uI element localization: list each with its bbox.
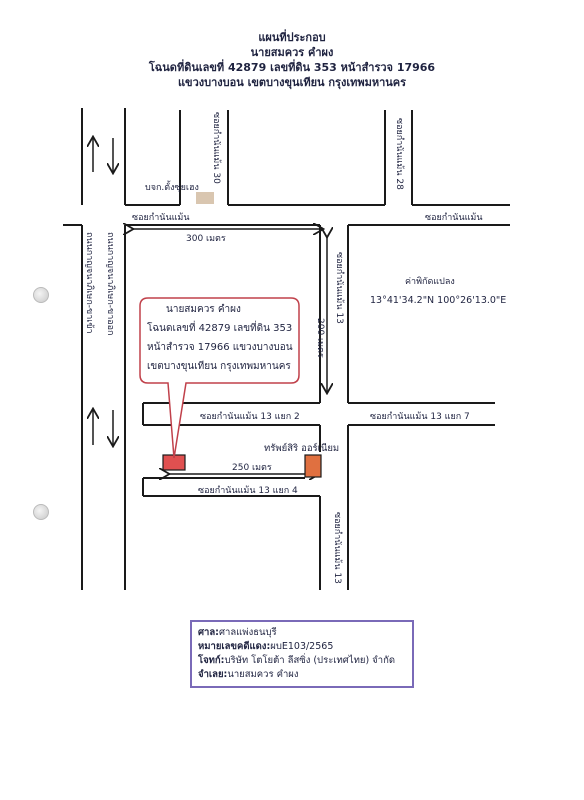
label-soi-main-left: ซอยกำนันแม้น <box>132 212 189 223</box>
label-soi13-2: ซอยกำนันแม้น 13 แยก 2 <box>200 411 300 422</box>
callout-line-2: โฉนดเลขที่ 42879 เลขที่ดิน 353 <box>147 323 293 334</box>
callout-line-3: หน้าสำรวจ 17966 แขวงบางบอน <box>147 342 293 353</box>
label-soi13-lower: ซอยกำนันแม้น 13 <box>332 512 343 584</box>
header-title: แผนที่ประกอบ <box>258 31 326 44</box>
punch-hole-icon <box>33 504 49 520</box>
coords-value: 13°41'34.2"N 100°26'13.0"E <box>370 295 506 306</box>
label-soi13-4: ซอยกำนันแม้น 13 แยก 4 <box>198 485 298 496</box>
header-location: แขวงบางบอน เขตบางขุนเทียน กรุงเทพมหานคร <box>177 76 407 89</box>
callout-bubble <box>139 297 300 459</box>
label-distance-300: 300 เมตร <box>186 234 226 244</box>
label-highway-right: ถนนกาญจนาภิเษก-ขาออก <box>105 232 116 336</box>
case-number-row: หมายเลขคดีแดง:ผบE103/2565 <box>198 641 334 652</box>
court-row: ศาล:ศาลแพ่งธนบุรี <box>198 627 277 638</box>
label-soi13-upper: ซอยกำนันแม้น 13 <box>334 252 345 324</box>
label-company: บจก.ตั้งซุ่ยเฮง <box>145 180 199 193</box>
header-owner: นายสมควร คำผง <box>250 46 334 59</box>
company-landmark-box <box>196 192 214 204</box>
defendant-row: จำเลย:นายสมควร คำผง <box>198 669 299 680</box>
label-soi-main-right: ซอยกำนันแม้น <box>425 212 482 223</box>
case-info-box: ศาล:ศาลแพ่งธนบุรี หมายเลขคดีแดง:ผบE103/2… <box>190 620 414 688</box>
header-deed: โฉนดที่ดินเลขที่ 42879 เลขที่ดิน 353 หน้… <box>148 61 436 74</box>
coords-label: ค่าพิกัดแปลง <box>405 276 455 287</box>
label-distance-200: 200 เมตร <box>315 318 325 358</box>
label-distance-250: 250 เมตร <box>232 463 272 473</box>
label-soi28: ซอยกำนันแม้น 28 <box>394 118 405 190</box>
plaza-marker <box>304 454 322 478</box>
plaintiff-row: โจทก์:บริษัท โตโยต้า ลีสซิ่ง (ประเทศไทย)… <box>198 655 395 666</box>
label-highway-left: ถนนกาญจนาภิเษก-ขาเข้า <box>84 232 95 334</box>
punch-hole-icon <box>33 287 49 303</box>
label-soi30: ซอยกำนันแม้น 30 <box>211 112 222 184</box>
callout-line-1: นายสมควร คำผง <box>166 304 241 315</box>
label-plaza: ทรัพย์สิริ ออร์เนียม <box>264 442 339 454</box>
label-soi13-7: ซอยกำนันแม้น 13 แยก 7 <box>370 411 470 422</box>
callout-line-4: เขตบางขุนเทียน กรุงเทพมหานคร <box>147 361 291 372</box>
